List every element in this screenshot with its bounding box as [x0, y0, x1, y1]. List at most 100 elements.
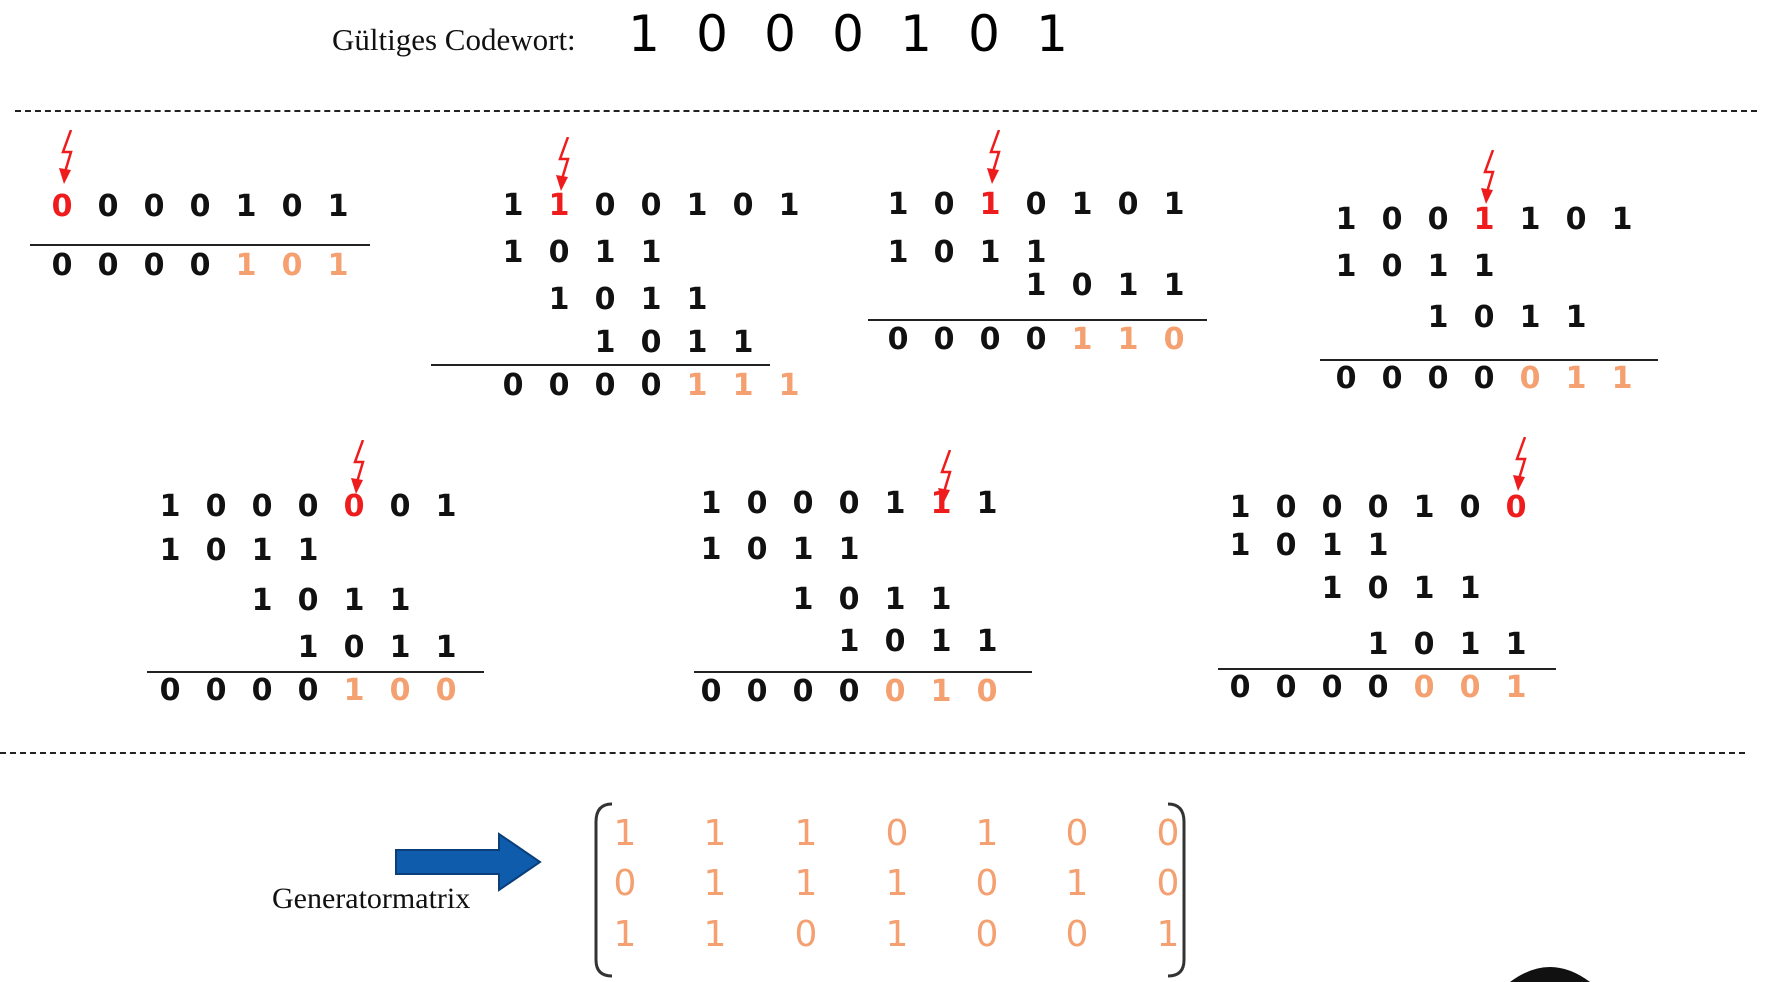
bit-digit: 0 [792, 674, 814, 709]
bit-digit: 0 [1473, 300, 1495, 335]
bit-digit: 1 [1321, 528, 1343, 563]
bit-digit: 1 [1367, 528, 1389, 563]
bit-digit: 0 [640, 325, 662, 360]
matrix-cell: 1 [885, 914, 909, 955]
syndrome-bit: 0 [1519, 361, 1541, 396]
bit-digit: 1 [159, 489, 181, 524]
generator-matrix-label: Generatormatrix [272, 882, 471, 915]
bit-digit: 1 [389, 630, 411, 665]
bit-digit: 1 [640, 282, 662, 317]
bit-digit: 1 [884, 486, 906, 521]
bit-digit: 1 [1413, 490, 1435, 525]
bit-digit: 1 [838, 532, 860, 567]
bit-digit: 0 [205, 533, 227, 568]
bit-digit: 1 [979, 235, 1001, 270]
bit-digit: 1 [976, 624, 998, 659]
bit-digit: 1 [930, 624, 952, 659]
matrix-cell: 0 [613, 863, 637, 904]
bit-digit: 0 [502, 368, 524, 403]
bit-digit: 0 [1025, 322, 1047, 357]
bit-digit: 0 [189, 248, 211, 283]
top-dashed-divider [15, 110, 1757, 112]
matrix-cell: 1 [885, 863, 909, 904]
matrix-cell: 1 [1156, 914, 1180, 955]
bit-digit: 1 [700, 532, 722, 567]
bit-digit: 1 [1071, 187, 1093, 222]
bit-digit: 1 [1163, 187, 1185, 222]
matrix-cell: 1 [703, 813, 727, 854]
matrix-cell: 0 [1065, 914, 1089, 955]
syndrome-bit: 1 [1611, 361, 1633, 396]
syndrome-bit: 0 [435, 673, 457, 708]
lightning-error-icon [987, 130, 1001, 184]
lightning-error-icon [938, 450, 952, 504]
bit-digit: 0 [143, 248, 165, 283]
bit-digit: 1 [594, 325, 616, 360]
codeword-digit: 0 [764, 5, 796, 63]
bit-digit: 1 [343, 583, 365, 618]
bit-digit: 0 [548, 235, 570, 270]
bit-digit: 1 [389, 583, 411, 618]
bit-digit: 0 [297, 489, 319, 524]
bit-digit: 1 [792, 582, 814, 617]
bit-digit: 0 [1321, 490, 1343, 525]
matrix-cell: 0 [975, 863, 999, 904]
lightning-error-icon [351, 440, 365, 494]
bit-digit: 0 [343, 630, 365, 665]
bit-digit: 0 [1381, 249, 1403, 284]
syndrome-bit: 0 [1459, 670, 1481, 705]
bit-digit: 0 [838, 674, 860, 709]
bit-digit: 1 [792, 532, 814, 567]
bit-digit: 0 [700, 674, 722, 709]
lightning-error-icon [59, 130, 73, 184]
lightning-error-icon [1513, 437, 1527, 491]
bit-digit: 1 [1335, 202, 1357, 237]
codeword-digit: 0 [696, 5, 728, 63]
bit-digit: 0 [594, 188, 616, 223]
bit-digit: 0 [1413, 627, 1435, 662]
bit-digit: 0 [389, 489, 411, 524]
syndrome-bit: 0 [884, 674, 906, 709]
bit-digit: 0 [746, 532, 768, 567]
bit-digit: 1 [1025, 268, 1047, 303]
division-rule-line [694, 671, 1032, 673]
syndrome-bit: 1 [1117, 322, 1139, 357]
bit-digit: 1 [327, 189, 349, 224]
bit-digit: 0 [1025, 187, 1047, 222]
syndrome-bit: 1 [1505, 670, 1527, 705]
matrix-cell: 0 [794, 914, 818, 955]
bit-digit: 0 [594, 368, 616, 403]
syndrome-bit: 1 [235, 248, 257, 283]
syndrome-bit: 1 [1071, 322, 1093, 357]
syndrome-bit: 1 [1565, 361, 1587, 396]
bit-digit: 0 [97, 248, 119, 283]
flipped-bit: 1 [979, 187, 1001, 222]
codeword-digit: 0 [968, 5, 1000, 63]
bit-digit: 0 [1381, 361, 1403, 396]
bit-digit: 0 [1275, 528, 1297, 563]
bit-digit: 0 [884, 624, 906, 659]
bit-digit: 1 [1163, 268, 1185, 303]
division-rule-line [147, 671, 484, 673]
matrix-cell: 0 [1156, 863, 1180, 904]
bit-digit: 0 [933, 235, 955, 270]
bit-digit: 1 [686, 282, 708, 317]
bit-digit: 1 [1459, 627, 1481, 662]
bit-digit: 1 [838, 624, 860, 659]
bit-digit: 1 [1335, 249, 1357, 284]
bit-digit: 1 [884, 582, 906, 617]
bit-digit: 1 [1321, 571, 1343, 606]
division-rule-line [30, 244, 370, 246]
bit-digit: 0 [51, 248, 73, 283]
bit-digit: 1 [887, 235, 909, 270]
matrix-cell: 1 [703, 914, 727, 955]
syndrome-bit: 1 [778, 368, 800, 403]
bit-digit: 0 [548, 368, 570, 403]
corner-shape [1510, 967, 1590, 982]
syndrome-bit: 0 [1413, 670, 1435, 705]
matrix-cell: 1 [975, 813, 999, 854]
syndrome-bit: 1 [930, 674, 952, 709]
bit-digit: 0 [933, 187, 955, 222]
syndrome-bit: 0 [389, 673, 411, 708]
